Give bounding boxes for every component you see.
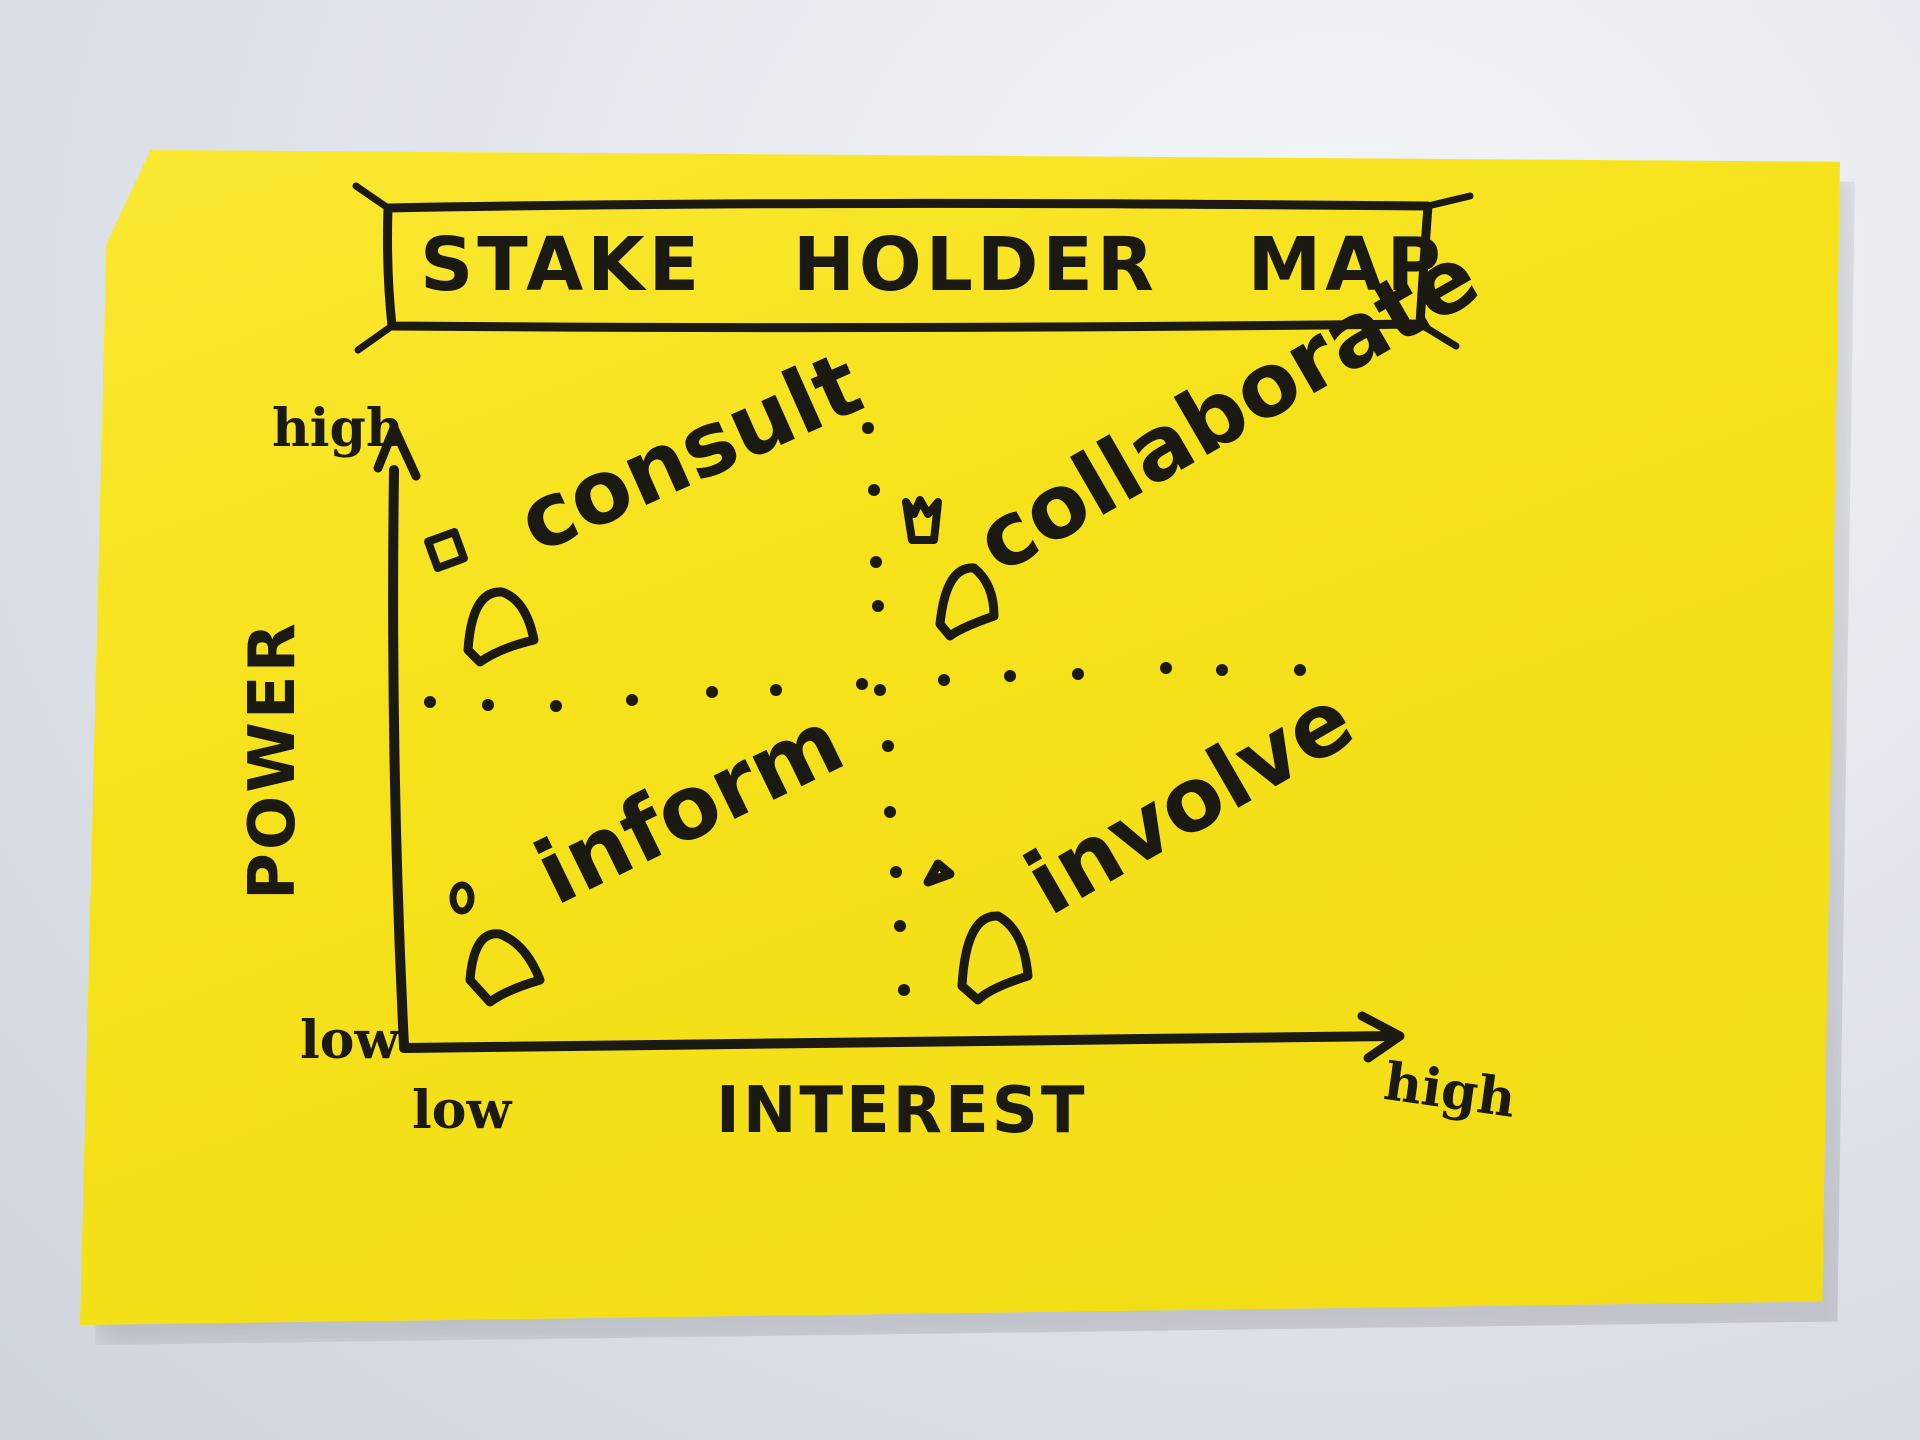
divider-dot [1294,664,1306,676]
inform-person [465,929,545,1007]
divider-dot [872,600,884,612]
divider-dot [706,686,718,698]
divider-dot [1072,668,1084,680]
divider-dot [874,684,886,696]
inform-marker [449,881,475,915]
divider-dot [770,684,782,696]
consult-person [463,587,539,667]
divider-dot [938,674,950,686]
y-axis-title: POWER [236,620,310,900]
x-axis-arrow [1357,1011,1405,1063]
divider-dot [884,806,896,818]
y-axis-high-label: high [272,398,404,459]
x-axis-line [399,1031,1399,1053]
consult-marker [424,528,468,572]
involve-person [957,911,1033,1005]
divider-dot [1160,662,1172,674]
banner-corner-bl [354,322,396,354]
x-axis-low-label: low [412,1080,512,1141]
divider-dot [1004,670,1016,682]
y-axis-line [388,465,409,1051]
banner-corner-br [1416,320,1460,350]
involve-marker [923,859,955,887]
map-title: STAKE HOLDER MAP [420,222,1445,308]
collaborate-person [935,563,999,641]
divider-dot [856,678,868,690]
collaborate-marker [902,496,942,544]
y-axis-arrow [373,423,421,481]
divider-dot [882,740,894,752]
divider-dot [898,984,910,996]
divider-dot [890,866,902,878]
divider-dot [894,920,906,932]
divider-dot [550,700,562,712]
banner-corner-tr [1424,192,1474,210]
divider-dot [482,699,494,711]
divider-dot [626,694,638,706]
divider-dot [1216,664,1228,676]
sticky-note [80,150,1840,1325]
y-axis-low-label: low [300,1010,400,1071]
divider-dots [424,422,1306,996]
divider-dot [868,484,880,496]
x-axis-title: INTEREST [716,1074,1088,1148]
divider-dot [870,556,882,568]
divider-dot [862,422,874,434]
divider-dot [424,696,436,708]
banner-corner-tl [352,182,392,212]
